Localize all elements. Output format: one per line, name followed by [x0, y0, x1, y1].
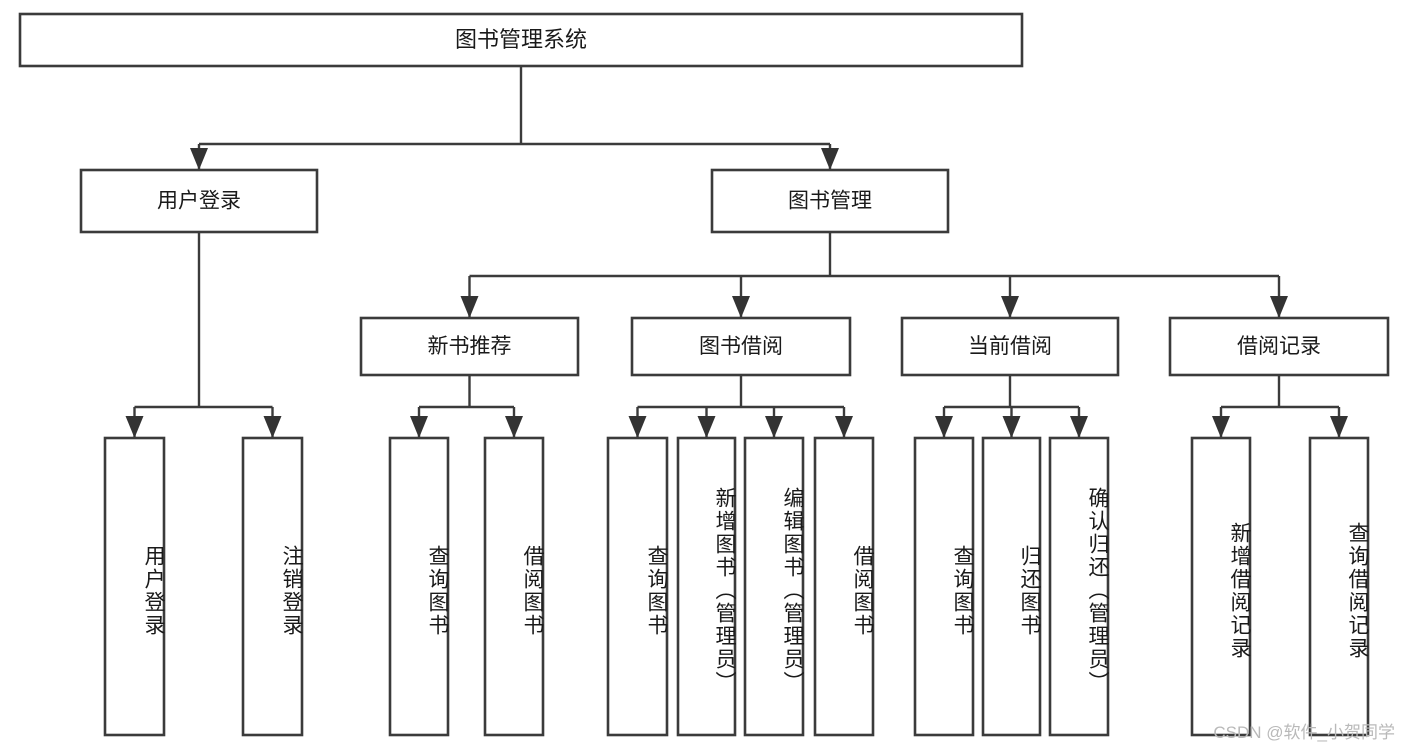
level3-node-借阅记录-label: 借阅记录	[1237, 335, 1321, 358]
leaf-node-查询图书-2-box[interactable]	[388, 436, 450, 737]
level2-node-用户登录-box[interactable]	[79, 168, 319, 234]
level2-node-图书管理-label: 图书管理	[788, 190, 872, 213]
leaf-node-确认归还管理员-10-box[interactable]	[1048, 436, 1110, 737]
leaf-fan-当前借阅-arrow-2	[1070, 416, 1088, 438]
level3-fan-arrow-1	[732, 296, 750, 318]
level3-node-当前借阅-label: 当前借阅	[968, 335, 1052, 358]
leaf-node-新增借阅记录-11-box[interactable]	[1190, 436, 1252, 737]
leaf-node-新增图书管理员-5-box[interactable]	[676, 436, 737, 737]
leaf-node-查询图书-8-box[interactable]	[913, 436, 975, 737]
root-node-图书管理系统-box[interactable]	[18, 12, 1024, 68]
leaf-node-编辑图书管理员-6-box[interactable]	[743, 436, 805, 737]
leaf-node-注销登录-1-box[interactable]	[241, 436, 304, 737]
level3-node-借阅记录-box[interactable]	[1168, 316, 1390, 377]
level3-node-新书推荐-label: 新书推荐	[428, 335, 512, 358]
leaf-fan-新书推荐-arrow-0	[410, 416, 428, 438]
level2-node-用户登录-label: 用户登录	[157, 190, 241, 213]
level3-fan-arrow-2	[1001, 296, 1019, 318]
connector-layer	[125, 66, 1348, 438]
leaf-fan-当前借阅-arrow-1	[1002, 416, 1021, 438]
level3-node-当前借阅-box[interactable]	[900, 316, 1120, 377]
root-to-level2-arrow-0	[190, 148, 208, 170]
leaf-fan-图书借阅-arrow-3	[835, 416, 853, 438]
level2-node-图书管理-box[interactable]	[710, 168, 950, 234]
leaf-fan-用户登录-arrow-1	[263, 416, 282, 438]
leaf-node-用户登录-0-box[interactable]	[103, 436, 166, 737]
level3-fan-arrow-0	[460, 296, 479, 318]
leaf-fan-图书借阅-arrow-2	[765, 416, 783, 438]
leaf-node-借阅图书-3-box[interactable]	[483, 436, 545, 737]
root-node-图书管理系统-label: 图书管理系统	[455, 27, 587, 52]
leaf-fan-借阅记录-arrow-0	[1212, 416, 1230, 438]
level3-node-图书借阅-label: 图书借阅	[699, 335, 783, 358]
level3-node-图书借阅-box[interactable]	[630, 316, 852, 377]
leaf-node-查询借阅记录-12-box[interactable]	[1308, 436, 1370, 737]
leaf-fan-图书借阅-arrow-1	[697, 416, 716, 438]
level3-fan-arrow-3	[1270, 296, 1288, 318]
leaf-fan-当前借阅-arrow-0	[935, 416, 953, 438]
leaf-fan-用户登录-arrow-0	[125, 416, 144, 438]
leaf-node-借阅图书-7-box[interactable]	[813, 436, 875, 737]
leaf-fan-新书推荐-arrow-1	[505, 416, 523, 438]
root-to-level2-arrow-1	[821, 148, 839, 170]
leaf-node-查询图书-4-box[interactable]	[606, 436, 669, 737]
box-layer	[18, 12, 1390, 737]
leaf-node-归还图书-9-box[interactable]	[981, 436, 1042, 737]
leaf-fan-图书借阅-arrow-0	[628, 416, 647, 438]
leaf-fan-借阅记录-arrow-1	[1330, 416, 1348, 438]
level3-node-新书推荐-box[interactable]	[359, 316, 580, 377]
